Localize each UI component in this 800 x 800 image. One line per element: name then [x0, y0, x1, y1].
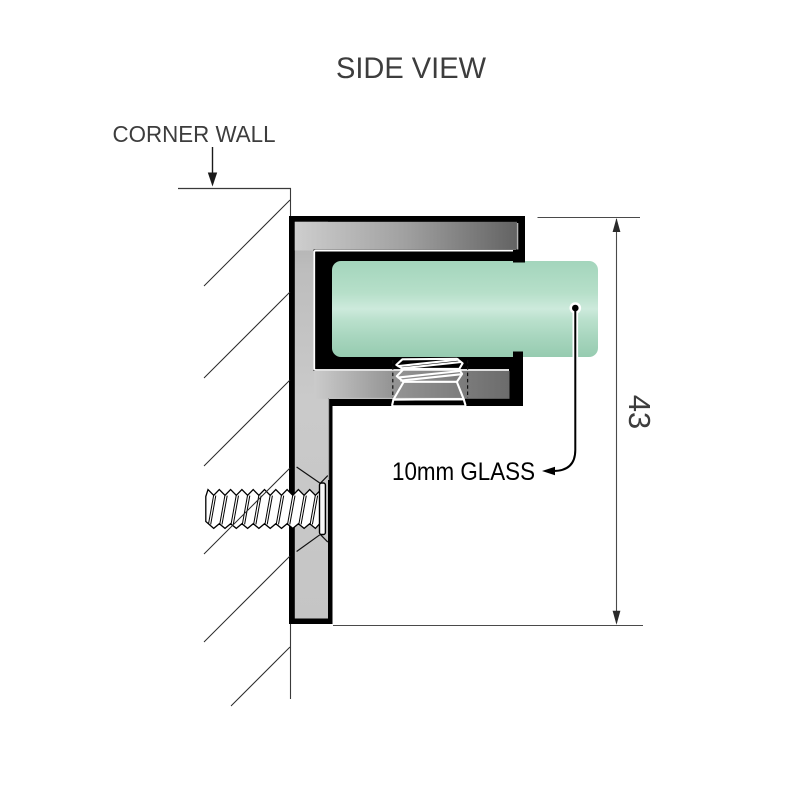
svg-text:CORNER WALL: CORNER WALL — [113, 121, 276, 147]
svg-text:10mm GLASS: 10mm GLASS — [392, 458, 535, 486]
svg-text:43: 43 — [622, 395, 657, 429]
svg-text:SIDE VIEW: SIDE VIEW — [336, 52, 486, 85]
